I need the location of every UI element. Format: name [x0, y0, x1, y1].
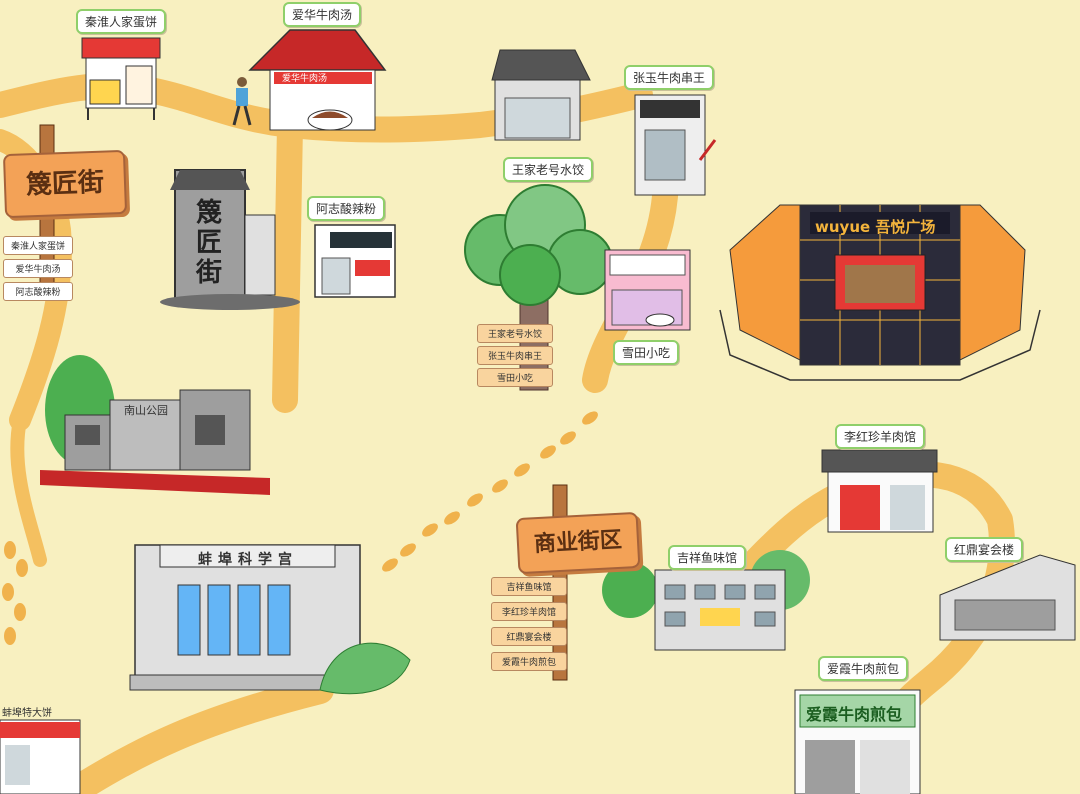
jixiang-shop-building [602, 550, 810, 651]
park-gate-sign: 南山公园 [124, 404, 168, 417]
south-sign-item: 李红珍羊肉馆 [491, 602, 567, 621]
lihongzhen-shop-building [821, 449, 938, 533]
science-palace-sign: 蚌埠科学宫 [198, 552, 298, 568]
label-azhi[interactable]: 阿志酸辣粉 [307, 196, 386, 221]
aihua-shop-building [248, 29, 387, 131]
wangjia-shop-building [491, 49, 591, 141]
label-jixiang[interactable]: 吉祥鱼味馆 [668, 545, 747, 570]
park-gate-building [40, 355, 270, 495]
label-aixia[interactable]: 爱霞牛肉煎包 [818, 656, 909, 681]
label-zhangyu[interactable]: 张玉牛肉串王 [624, 65, 715, 90]
south-sign-item: 爱霞牛肉煎包 [491, 652, 567, 671]
label-aihua[interactable]: 爱华牛肉汤 [283, 2, 362, 27]
label-hongding[interactable]: 红鼎宴会楼 [945, 537, 1024, 562]
qinhuai-stall-building [81, 37, 161, 120]
west-sign-item: 秦淮人家蛋饼 [3, 236, 73, 255]
person-icon [232, 77, 252, 126]
west-sign-item: 爱华牛肉汤 [3, 259, 73, 278]
wuyue-plaza-building [719, 204, 1041, 381]
aixia-shop-sign: 爱霞牛肉煎包 [806, 705, 903, 724]
science-palace-building [129, 544, 411, 695]
west-street-sign: 篾匠街 [2, 149, 128, 219]
mijiang-stone-building [160, 169, 300, 310]
bottom-left-shop-building [0, 719, 81, 794]
south-sign-item: 吉祥鱼味馆 [491, 577, 567, 596]
aihua-shop-sign: 爱华牛肉汤 [282, 74, 328, 84]
wuyue-sign: wuyue 吾悦广场 [815, 218, 936, 236]
label-wangjia[interactable]: 王家老号水饺 [503, 157, 594, 182]
west-sign-item: 阿志酸辣粉 [3, 282, 73, 301]
tree-sign-item: 王家老号水饺 [477, 324, 553, 343]
south-street-sign: 商业街区 [515, 511, 641, 575]
bottom-left-label: 蚌埠特大饼 [2, 708, 52, 719]
label-xuetian[interactable]: 雪田小吃 [613, 340, 680, 365]
zhangyu-shop-building [634, 94, 717, 196]
tree-sign-item: 张玉牛肉串王 [477, 346, 553, 365]
tree-sign-item: 雪田小吃 [477, 368, 553, 387]
footprint-icon [2, 411, 598, 645]
south-sign-item: 红鼎宴会楼 [491, 627, 567, 646]
mijiang-stone-sign: 篾匠街 [196, 198, 223, 288]
label-qinhuai[interactable]: 秦淮人家蛋饼 [76, 9, 167, 34]
azhi-shop-building [314, 224, 396, 298]
label-lihongzhen[interactable]: 李红珍羊肉馆 [835, 424, 926, 449]
xuetian-shop-building [604, 249, 691, 331]
hongding-shop-building [939, 554, 1076, 641]
aixia-shop-building [794, 689, 921, 794]
